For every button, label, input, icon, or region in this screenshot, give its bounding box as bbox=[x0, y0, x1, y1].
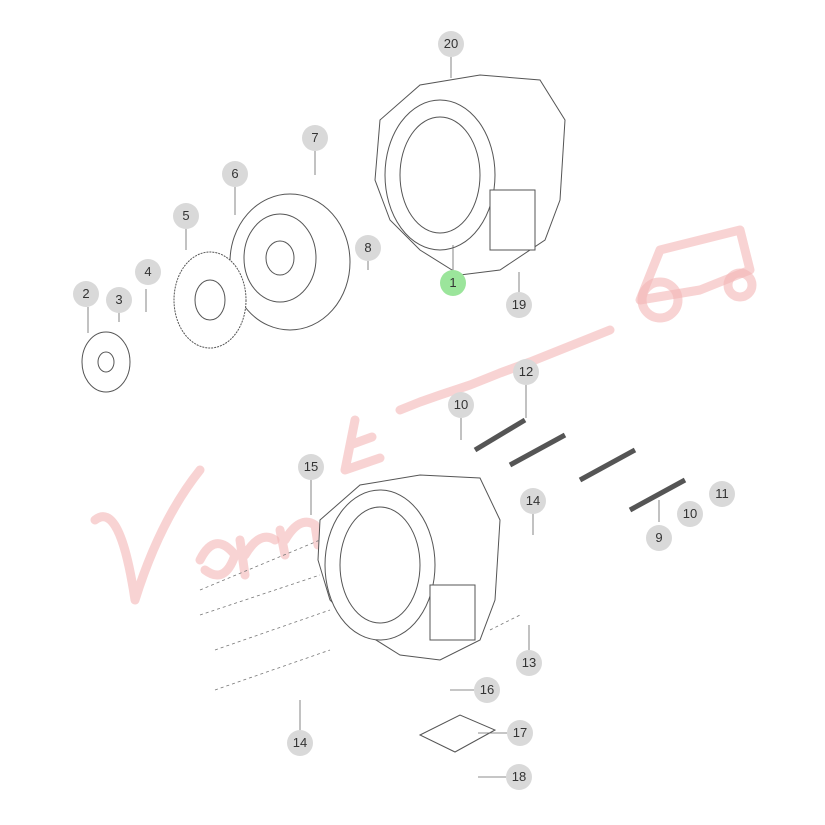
callout-1-active[interactable]: 1 bbox=[440, 270, 466, 296]
clutch-housing-lower bbox=[317, 474, 501, 661]
callout-7[interactable]: 7 bbox=[302, 125, 328, 151]
callout-9[interactable]: 9 bbox=[646, 525, 672, 551]
clutch-disc bbox=[173, 251, 247, 349]
callout-17[interactable]: 17 bbox=[507, 720, 533, 746]
callout-14[interactable]: 14 bbox=[287, 730, 313, 756]
leader-lines bbox=[87, 57, 660, 778]
watermark-logo bbox=[90, 225, 757, 605]
callout-15[interactable]: 15 bbox=[298, 454, 324, 480]
pressure-plate bbox=[229, 193, 351, 331]
callout-10[interactable]: 10 bbox=[677, 501, 703, 527]
callout-16[interactable]: 16 bbox=[474, 677, 500, 703]
callout-10[interactable]: 10 bbox=[448, 392, 474, 418]
callout-8[interactable]: 8 bbox=[355, 235, 381, 261]
callout-3[interactable]: 3 bbox=[106, 287, 132, 313]
callout-20[interactable]: 20 bbox=[438, 31, 464, 57]
callout-18[interactable]: 18 bbox=[506, 764, 532, 790]
callout-2[interactable]: 2 bbox=[73, 281, 99, 307]
flywheel-plate bbox=[81, 331, 131, 393]
clutch-housing-upper bbox=[374, 74, 566, 276]
callout-12[interactable]: 12 bbox=[513, 359, 539, 385]
callout-19[interactable]: 19 bbox=[506, 292, 532, 318]
callout-6[interactable]: 6 bbox=[222, 161, 248, 187]
callout-13[interactable]: 13 bbox=[516, 650, 542, 676]
studs bbox=[473, 417, 687, 513]
callout-5[interactable]: 5 bbox=[173, 203, 199, 229]
callout-14[interactable]: 14 bbox=[520, 488, 546, 514]
cover-plate bbox=[418, 714, 497, 753]
callout-11[interactable]: 11 bbox=[709, 481, 735, 507]
callout-4[interactable]: 4 bbox=[135, 259, 161, 285]
